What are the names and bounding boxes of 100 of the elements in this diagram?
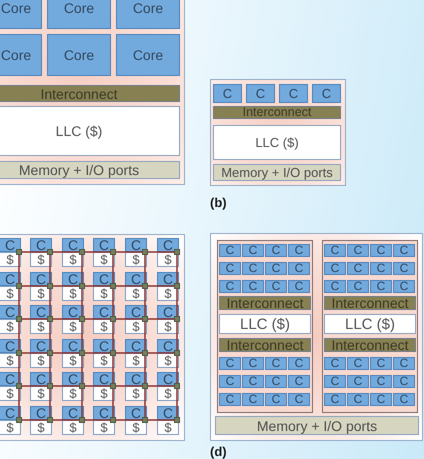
router-node: [47, 316, 53, 322]
core-label: C: [376, 376, 386, 387]
core-block: [265, 244, 287, 257]
cache-label: $: [6, 387, 14, 400]
core-label: C: [4, 340, 16, 352]
core-block: [93, 372, 115, 386]
core-block: [324, 262, 346, 275]
interconnect-label: Interconnect: [331, 339, 409, 351]
core-block: [288, 262, 310, 275]
mesh-link: [22, 285, 47, 287]
core-label: C: [98, 306, 110, 318]
core-block: [347, 262, 369, 275]
memory-io-label: Memory + I/O ports: [18, 163, 140, 177]
core-block: [265, 375, 287, 388]
interconnect-bar: [219, 338, 311, 352]
router-node: [110, 417, 116, 423]
core-block: [288, 244, 310, 257]
core-label: C: [162, 373, 174, 385]
core-block: [0, 34, 42, 76]
core-block: [242, 244, 264, 257]
core-block: [125, 339, 147, 353]
core-block: [0, 272, 21, 286]
cache-label: $: [100, 320, 108, 333]
mesh-link: [22, 352, 47, 354]
core-block: [116, 34, 180, 76]
cache-block: [0, 252, 21, 267]
core-label: C: [354, 394, 362, 405]
core-block: [324, 375, 346, 388]
panel-caption: (b): [210, 196, 227, 210]
mesh-link: [112, 255, 114, 283]
core-label: C: [162, 239, 174, 251]
router-node: [47, 383, 53, 389]
core-block: [242, 357, 264, 370]
core-label: C: [330, 394, 340, 405]
cache-block: [157, 420, 179, 435]
mesh-link: [22, 385, 47, 387]
chip-frame: [0, 0, 185, 185]
mesh-link: [18, 356, 20, 383]
core-block: [265, 262, 287, 275]
mesh-link: [81, 356, 83, 383]
core-block: [62, 372, 84, 386]
mesh-link: [116, 352, 142, 354]
mesh-link: [85, 419, 110, 421]
cache-label: $: [132, 421, 140, 434]
core-block: [93, 238, 115, 252]
cache-label: $: [132, 253, 140, 266]
llc-label: LLC ($): [240, 316, 290, 332]
core-block: [370, 375, 392, 388]
interconnect-bar: [219, 296, 311, 310]
core-block: [265, 357, 287, 370]
core-label: C: [98, 340, 110, 352]
core-block: [219, 375, 241, 388]
memory-io-bar: [0, 161, 180, 179]
router-node: [110, 249, 116, 255]
panel-caption: (d): [210, 445, 227, 459]
core-label: C: [330, 263, 340, 274]
core-block: [213, 84, 242, 103]
core-label: C: [4, 373, 16, 385]
core-label: C: [272, 263, 280, 274]
mesh-link: [112, 389, 114, 417]
cache-block: [0, 353, 21, 368]
core-label: Core: [0, 48, 32, 62]
cache-label: $: [164, 287, 172, 300]
mesh-link: [49, 356, 51, 383]
core-label: C: [68, 373, 78, 385]
core-block: [93, 305, 115, 319]
core-block: [30, 272, 52, 286]
router-node: [79, 350, 85, 356]
cache-block: [93, 420, 115, 435]
cluster-frame: [322, 240, 418, 413]
router-node: [110, 283, 116, 289]
core-block: [62, 339, 84, 353]
interconnect-bar: [324, 296, 416, 310]
core-label: C: [36, 273, 46, 285]
core-block: [324, 244, 346, 257]
llc-block: [324, 314, 416, 334]
core-label: C: [130, 407, 142, 419]
mesh-link: [81, 289, 83, 316]
core-label: C: [68, 340, 78, 352]
core-block: [288, 357, 310, 370]
chip-frame: [0, 234, 185, 441]
mesh-link: [53, 352, 79, 354]
core-label: C: [376, 394, 386, 405]
core-label: C: [4, 273, 16, 285]
cache-label: $: [100, 387, 108, 400]
cache-label: $: [132, 387, 140, 400]
mesh-link: [53, 318, 79, 320]
core-label: C: [36, 373, 46, 385]
core-label: C: [376, 245, 386, 256]
mesh-link: [22, 318, 47, 320]
core-block: [0, 305, 21, 319]
cache-label: $: [69, 253, 77, 266]
core-label: C: [288, 87, 298, 100]
core-block: [125, 406, 147, 420]
core-block: [30, 339, 52, 353]
cache-label: $: [100, 421, 108, 434]
core-label: C: [294, 281, 304, 292]
llc-label: LLC ($): [56, 124, 102, 138]
core-label: C: [226, 263, 234, 274]
cache-label: $: [6, 320, 14, 333]
